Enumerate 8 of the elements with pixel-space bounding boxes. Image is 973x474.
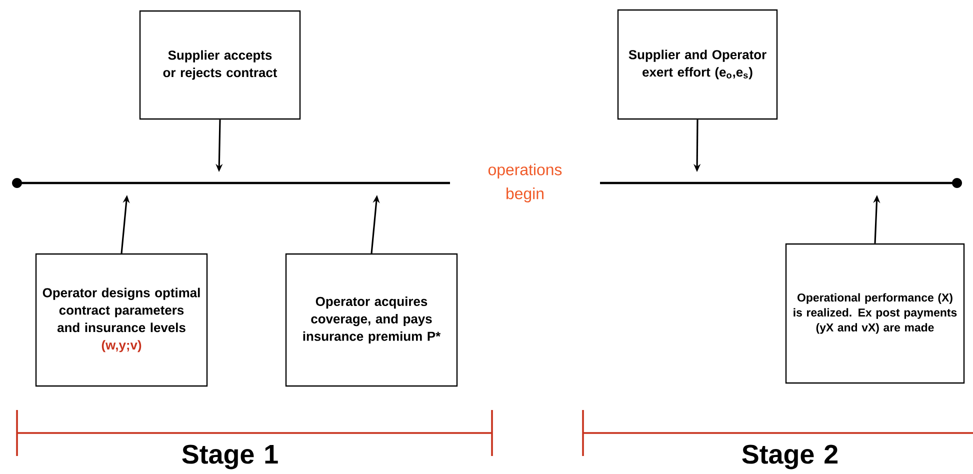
stage-label: Stage 2 (742, 444, 838, 470)
event-box: Operational performance (X) is realized. Ex post payments (yX and vX) are made (785, 243, 965, 384)
operations-label: operations begin (488, 164, 562, 202)
event-box: Operator acquires coverage, and pays insurance premium P* (285, 253, 458, 387)
stage-label: Stage 1 (182, 444, 278, 470)
event-box: Operator designs optimal contract parameters and insurance levels (w,y;v) (35, 253, 208, 387)
event-box: Supplier accepts or rejects contract (139, 10, 301, 120)
event-box: Supplier and Operator exert effort (e$_{o}$,e$_{s}$) (617, 9, 778, 120)
